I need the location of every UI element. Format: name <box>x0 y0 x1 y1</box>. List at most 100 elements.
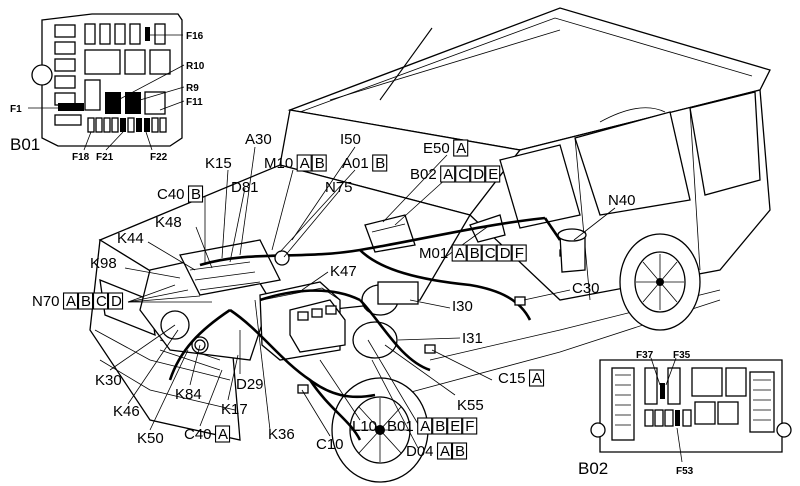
component-m01-abcdf-variant-c: C <box>485 245 496 262</box>
component-k84-code: K84 <box>175 386 202 403</box>
component-k47-code: K47 <box>330 263 357 280</box>
component-n70-abcd-variant-box-a <box>62 292 79 310</box>
component-k55-code: K55 <box>457 397 484 414</box>
component-d04-ab-variant-box-b <box>451 442 468 460</box>
component-b01-abef-variant-box-b <box>432 417 448 435</box>
component-m10-ab-variant-box-b <box>311 154 327 172</box>
side-window-front <box>499 144 581 229</box>
component-b02-acde-variant-d: D <box>473 166 484 183</box>
component-d04-ab-code: D04 <box>406 443 434 460</box>
component-m10-ab-code: M10 <box>264 155 293 172</box>
component-b01-abef-variant-a: A <box>420 418 430 435</box>
component-b02-acde-variant-box-a <box>440 165 456 183</box>
component-m01-abcdf-variant-d: D <box>500 245 511 262</box>
component-m01-abcdf-variant-f: F <box>515 245 524 262</box>
component-b02-acde-variant-a: A <box>443 166 453 183</box>
component-m01-abcdf-variant-box-b <box>466 244 482 262</box>
component-c15-a-code: C15 <box>498 370 526 387</box>
component-n70-abcd-variant-a: A <box>66 293 76 310</box>
front-wheel <box>331 377 429 483</box>
component-d04-ab-variant-a: A <box>440 443 450 460</box>
component-k44-code: K44 <box>117 230 144 247</box>
component-k15-code: K15 <box>205 155 232 172</box>
component-a30-code: A30 <box>245 131 272 148</box>
relay-box <box>289 299 346 353</box>
component-b02-acde-code: B02 <box>410 166 437 183</box>
component-m01-abcdf-variant-box-d <box>496 244 512 262</box>
component-k36-code: K36 <box>268 426 295 443</box>
fuse-label-b02-f37: F37 <box>636 350 654 361</box>
fuse-label-b02-f35: F35 <box>673 350 691 361</box>
fusebox-b01 <box>31 13 183 147</box>
component-m01-abcdf-variant-box-a <box>451 244 467 262</box>
component-i31-code: I31 <box>462 330 483 347</box>
component-n75-code: N75 <box>325 179 353 196</box>
component-n70-abcd-code: N70 <box>32 293 60 310</box>
component-c40-b-variant-b: B <box>191 186 201 203</box>
component-n70-abcd-variant-box-b <box>77 292 94 310</box>
component-m10-ab-variant-b: B <box>315 155 325 172</box>
van-drawing <box>89 7 771 483</box>
component-d04-ab-variant-box-a <box>436 442 453 460</box>
component-k48-code: K48 <box>155 214 182 231</box>
component-b01-abef-variant-b: B <box>435 418 445 435</box>
component-n70-abcd-variant-box-c <box>92 292 109 310</box>
component-a01-b-variant-b: B <box>375 155 385 172</box>
component-d29-code: D29 <box>236 376 264 393</box>
antenna <box>379 27 433 101</box>
component-e50-a-code: E50 <box>423 140 450 157</box>
component-n70-abcd-variant-b: B <box>81 293 91 310</box>
component-m01-abcdf-variant-a: A <box>455 245 465 262</box>
component-m10-ab-variant-box-a <box>296 154 312 172</box>
side-window-rear <box>574 111 691 216</box>
component-b02-acde-variant-box-c <box>455 165 471 183</box>
component-d04-ab-variant-b: B <box>455 443 465 460</box>
component-m01-abcdf-variant-b: B <box>470 245 480 262</box>
component-m01-abcdf-code: M01 <box>419 245 448 262</box>
component-b02-acde-variant-e: E <box>488 166 498 183</box>
rear-wheel <box>619 233 701 331</box>
component-b02-acde-variant-c: C <box>458 166 469 183</box>
component-k98-code: K98 <box>90 255 117 272</box>
component-b01-abef-variant-box-f <box>462 417 478 435</box>
brake-unit <box>352 281 419 359</box>
component-c10-code: C10 <box>316 436 344 453</box>
component-b01-abef-code: B01 <box>387 418 414 435</box>
component-b02-acde-variant-box-d <box>470 165 486 183</box>
component-c40-a-code: C40 <box>184 426 212 443</box>
component-c40-a-variant-a: A <box>218 426 228 443</box>
fusebox-b02-title: B02 <box>578 459 608 478</box>
leader-lines <box>28 34 683 463</box>
component-e50-a-variant-box-a <box>453 139 469 157</box>
fuse-label-b01-f21: F21 <box>96 152 114 163</box>
fusebox-b02 <box>590 359 792 453</box>
component-n70-abcd-variant-c: C <box>96 293 107 310</box>
fuse-label-b01-r10: R10 <box>186 61 205 72</box>
fuse-label-b01-f22: F22 <box>150 152 168 163</box>
component-i50-code: I50 <box>340 131 361 148</box>
component-b02-acde-variant-box-e <box>485 165 501 183</box>
component-c15-a-variant-a: A <box>532 370 542 387</box>
fuse-label-b01-f16: F16 <box>186 31 204 42</box>
component-i30-code: I30 <box>452 298 473 315</box>
component-m01-abcdf-variant-box-f <box>511 244 527 262</box>
fuse-label-b01-r9: R9 <box>186 83 199 94</box>
component-m01-abcdf-variant-box-c <box>481 244 497 262</box>
component-d81-code: D81 <box>231 179 259 196</box>
fuse-label-b01-f18: F18 <box>72 152 90 163</box>
component-k17-code: K17 <box>221 401 248 418</box>
component-n40-code: N40 <box>608 192 636 209</box>
component-b01-abef-variant-box-a <box>417 417 433 435</box>
component-m10-ab-variant-a: A <box>300 155 310 172</box>
fuel-pump <box>557 228 587 273</box>
side-window-back <box>689 91 761 196</box>
component-c40-b-code: C40 <box>157 186 185 203</box>
component-l10-code: L10 <box>352 418 377 435</box>
component-c40-b-variant-box-b <box>187 185 204 203</box>
component-a01-b-code: A01 <box>342 155 369 172</box>
fusebox-b01-title: B01 <box>10 135 40 154</box>
component-c15-a-variant-box-a <box>528 369 545 387</box>
component-c40-a-variant-box-a <box>214 425 231 443</box>
